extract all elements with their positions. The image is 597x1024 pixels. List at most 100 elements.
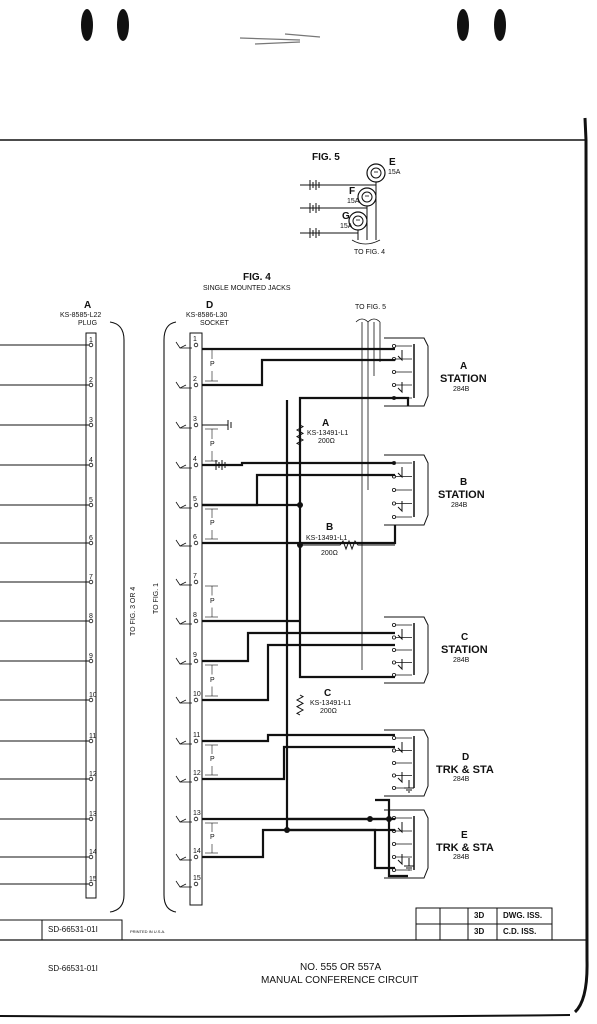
resistor xyxy=(295,424,305,446)
socket-pin-number: 4 xyxy=(193,456,197,463)
station-letter: B xyxy=(460,477,468,488)
footer-line2: MANUAL CONFERENCE CIRCUIT xyxy=(261,975,419,986)
socket-arrow xyxy=(175,341,187,349)
socket-arrow xyxy=(175,853,187,861)
plug-strip xyxy=(85,332,97,899)
jack-contact xyxy=(391,635,396,640)
plug-pin-number: 2 xyxy=(89,377,93,384)
socket-pin-number: 1 xyxy=(193,336,197,343)
jack-contact xyxy=(391,736,396,741)
socket-pin-number: 12 xyxy=(193,770,201,777)
station-letter: C xyxy=(461,632,469,643)
jack-contact xyxy=(391,515,396,520)
plug-terminal xyxy=(88,816,94,822)
jack-contact xyxy=(391,761,396,766)
socket-terminal xyxy=(193,342,199,348)
fig5-jack-inner xyxy=(361,191,373,203)
binder-hole xyxy=(494,9,506,41)
jack-arrow xyxy=(397,659,403,671)
wire xyxy=(202,745,395,781)
title-block-box xyxy=(41,919,123,941)
fig5-jack-number: 15A xyxy=(347,198,360,205)
to-fig3-or-4-label: TO FIG. 3 OR 4 xyxy=(130,586,137,636)
plug-pin-number: 1 xyxy=(89,337,93,344)
pair-label: P xyxy=(210,361,215,368)
socket-arrow xyxy=(175,501,187,509)
socket-pin-number: 7 xyxy=(193,573,197,580)
plug-terminal xyxy=(88,697,94,703)
socket-terminal xyxy=(193,540,199,546)
socket-arrow xyxy=(175,815,187,823)
to-fig1-label: TO FIG. 1 xyxy=(153,583,160,614)
wire xyxy=(202,525,397,545)
station-letter: E xyxy=(461,830,468,841)
plug-type: PLUG xyxy=(78,320,98,327)
station-jack-body xyxy=(384,729,429,797)
wire xyxy=(202,358,395,387)
binder-hole xyxy=(81,9,93,41)
socket-terminal xyxy=(193,462,199,468)
resistor-letter: B xyxy=(326,522,334,533)
socket-pin-number: 15 xyxy=(193,875,201,882)
jack-contact xyxy=(391,842,396,847)
brace xyxy=(109,321,125,913)
jack-arrow xyxy=(397,629,403,641)
wire xyxy=(375,798,408,878)
plug-terminal xyxy=(88,382,94,388)
socket-pin-number: 14 xyxy=(193,848,201,855)
socket-terminal xyxy=(193,502,199,508)
plug-pin-number: 12 xyxy=(89,771,97,778)
station-name: TRK & STA xyxy=(436,842,494,854)
jack-contact xyxy=(391,648,396,653)
fig5-title: FIG. 5 xyxy=(312,152,340,163)
resistor-letter: C xyxy=(324,688,332,699)
fig4-title: FIG. 4 xyxy=(243,272,271,283)
fig5-bracket xyxy=(351,239,381,245)
plug-terminal xyxy=(88,881,94,887)
socket-terminal xyxy=(193,382,199,388)
socket-arrow xyxy=(175,737,187,745)
jack-contact xyxy=(391,343,396,348)
resistor-value: 200Ω xyxy=(320,708,337,715)
plug-pin-number: 11 xyxy=(89,733,97,740)
resistor-letter: A xyxy=(322,418,330,429)
plug-pin-number: 7 xyxy=(89,574,93,581)
pair-label: P xyxy=(210,756,215,763)
pair-label: P xyxy=(210,441,215,448)
resistor-value: 200Ω xyxy=(318,438,335,445)
jack-arrow xyxy=(397,772,403,784)
fig4-subtitle: SINGLE MOUNTED JACKS xyxy=(203,285,291,292)
station-code: 284B xyxy=(453,776,470,783)
wire xyxy=(202,631,395,663)
station-name: STATION xyxy=(438,489,485,501)
wire xyxy=(202,643,395,702)
jack-contact xyxy=(391,855,396,860)
pair-label: P xyxy=(210,676,215,684)
plug-terminal xyxy=(88,618,94,624)
resistor-part: KS-13491-L1 xyxy=(306,535,348,542)
station-code: 284B xyxy=(453,657,470,664)
plug-pin-number: 10 xyxy=(89,692,97,699)
socket-arrow xyxy=(175,539,187,547)
binder-hole xyxy=(117,9,129,41)
socket-pin-number: 11 xyxy=(193,732,201,739)
wire xyxy=(202,828,395,859)
socket-pin-number: 5 xyxy=(193,496,197,503)
socket-pin-number: 8 xyxy=(193,612,197,619)
socket-arrow xyxy=(175,880,187,888)
title-block-drawing-no: SD-66531-01I xyxy=(48,925,98,934)
station-letter: D xyxy=(462,752,470,763)
socket-pin-number: 6 xyxy=(193,534,197,541)
socket-pin-number: 2 xyxy=(193,376,197,383)
socket-terminal xyxy=(193,738,199,744)
resistor-part: KS-13491-L1 xyxy=(307,430,349,437)
socket-pin-number: 13 xyxy=(193,810,201,817)
fig5-jack-inner xyxy=(352,215,364,227)
socket-terminal xyxy=(193,697,199,703)
plug-pin-number: 6 xyxy=(89,535,93,542)
binder-hole xyxy=(457,9,469,41)
plug-terminal xyxy=(88,342,94,348)
socket-arrow xyxy=(175,381,187,389)
to-fig5-label: TO FIG. 5 xyxy=(355,304,386,311)
